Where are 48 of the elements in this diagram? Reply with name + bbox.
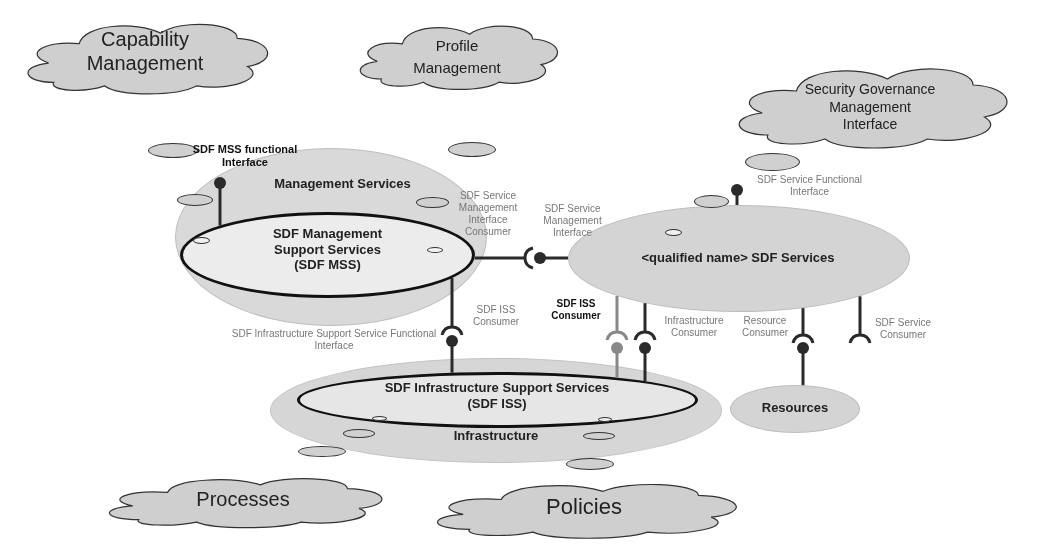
interface-connector bbox=[440, 278, 464, 337]
small-oval bbox=[193, 237, 210, 244]
interface-connector bbox=[731, 184, 743, 205]
interface-connector bbox=[797, 342, 809, 386]
edge-label: Resource Consumer bbox=[740, 315, 790, 339]
small-oval bbox=[583, 432, 615, 440]
interface-connector bbox=[791, 308, 815, 345]
interface-connector bbox=[639, 342, 651, 382]
interface-connector bbox=[214, 177, 226, 226]
ellipse-label: Infrastructure bbox=[452, 428, 540, 444]
small-oval bbox=[343, 429, 375, 438]
edge-label: SDF ISS Consumer bbox=[550, 298, 602, 322]
interface-connector bbox=[611, 342, 623, 378]
edge-label: SDF Service Management Interface Consumer bbox=[457, 190, 519, 238]
ellipse-label: SDF Infrastructure Support Services (SDF ISS) bbox=[383, 380, 611, 412]
small-oval bbox=[694, 195, 729, 208]
cloud-label: Processes bbox=[195, 487, 291, 511]
cloud-label: Capability Management bbox=[85, 27, 205, 75]
small-oval bbox=[745, 153, 800, 171]
ellipse-label: SDF Management Support Services (SDF MSS) bbox=[271, 226, 384, 273]
interface-connector bbox=[633, 303, 657, 342]
edge-label: SDF ISS Consumer bbox=[471, 304, 521, 328]
edge-label: Infrastructure Consumer bbox=[663, 315, 725, 339]
ellipse-label: <qualified name> SDF Services bbox=[640, 250, 836, 266]
edge-label: SDF Service Consumer bbox=[873, 317, 933, 341]
interface-connector bbox=[848, 296, 872, 345]
edge-label: SDF Service Management Interface bbox=[542, 203, 603, 239]
small-oval bbox=[298, 446, 346, 457]
edge-label: SDF MSS functional Interface bbox=[191, 143, 299, 170]
ellipse-label: Management Services bbox=[273, 176, 412, 192]
small-oval bbox=[448, 142, 496, 157]
small-oval bbox=[665, 229, 682, 236]
interface-connector bbox=[446, 335, 458, 373]
small-oval bbox=[427, 247, 443, 253]
small-oval bbox=[416, 197, 449, 208]
cloud-label: Profile Management bbox=[412, 36, 502, 78]
cloud-label: Security Governance Management Interface bbox=[803, 81, 937, 134]
interface-connector bbox=[474, 246, 535, 270]
interface-connector bbox=[534, 252, 568, 264]
ellipse-label: Resources bbox=[760, 400, 830, 416]
small-oval bbox=[372, 416, 387, 421]
cloud-label: Policies bbox=[545, 494, 623, 521]
small-oval bbox=[566, 458, 614, 470]
interface-connector bbox=[605, 296, 629, 342]
small-oval bbox=[598, 417, 612, 422]
small-oval bbox=[177, 194, 213, 206]
edge-label: SDF Infrastructure Support Service Functional Interface bbox=[231, 328, 437, 352]
edge-label: SDF Service Functional Interface bbox=[755, 174, 863, 198]
